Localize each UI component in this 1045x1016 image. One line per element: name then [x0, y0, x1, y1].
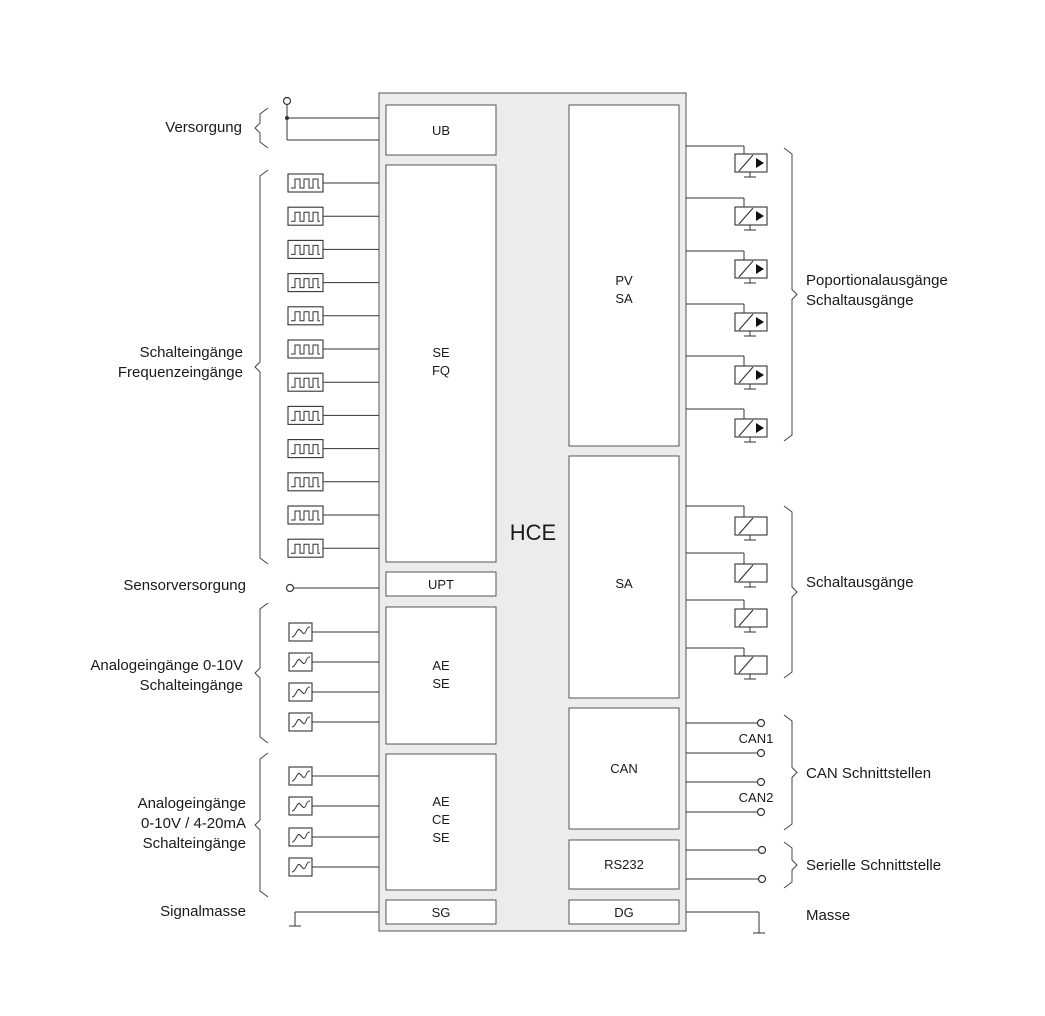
- analog-input-symbol: [288, 682, 379, 702]
- analog-input-group: [288, 622, 379, 877]
- proportional-output-symbol: [686, 355, 768, 390]
- switch-output-symbol: [686, 599, 768, 633]
- label-proportionalausgaenge: Poportionalausgänge: [806, 272, 948, 289]
- proportional-output-symbol: [686, 145, 768, 178]
- block-ae1-se-label: SE: [432, 676, 450, 691]
- block-ub: [385, 104, 497, 156]
- block-se-label: SE: [432, 345, 450, 360]
- digital-input-symbol: [287, 372, 379, 392]
- digital-input-group: [287, 173, 379, 558]
- block-can-label: CAN: [610, 761, 637, 776]
- proportional-output-group: [686, 145, 768, 443]
- digital-input-symbol: [287, 173, 379, 193]
- block-rs232-label: RS232: [604, 857, 644, 872]
- group-brace: [783, 505, 798, 679]
- block-rs232: [568, 839, 680, 890]
- block-se-fq: [385, 164, 497, 563]
- digital-input-symbol: [287, 306, 379, 326]
- digital-input-symbol: [287, 439, 379, 459]
- block-sg-label: SG: [432, 905, 451, 920]
- label-analog1-line2: Schalteingänge: [140, 677, 243, 694]
- analog-input-symbol: [288, 712, 379, 732]
- analog-input-symbol: [288, 827, 379, 847]
- can1-label: CAN1: [739, 731, 774, 746]
- block-sa-label: SA: [615, 576, 633, 591]
- group-brace: [783, 147, 798, 442]
- digital-input-symbol: [287, 405, 379, 425]
- label-sensorversorgung: Sensorversorgung: [123, 577, 246, 594]
- block-ae-se: [385, 606, 497, 745]
- group-brace: [254, 602, 269, 744]
- brace-group: [254, 107, 798, 898]
- label-analog2-line3: Schalteingänge: [143, 835, 246, 852]
- block-dg-label: DG: [614, 905, 634, 920]
- digital-input-symbol: [287, 472, 379, 492]
- label-schaltausgaenge-1: Schaltausgänge: [806, 292, 914, 309]
- signal-ground-symbol: [289, 911, 379, 927]
- block-can: [568, 707, 680, 830]
- block-ae1-label: AE: [432, 658, 450, 673]
- analog-input-symbol: [288, 766, 379, 786]
- block-pv-sa-label: SA: [615, 291, 633, 306]
- block-pv-label: PV: [615, 273, 633, 288]
- digital-input-symbol: [287, 206, 379, 226]
- ground-symbol: [686, 911, 765, 934]
- block-sg: [385, 899, 497, 925]
- analog-input-symbol: [288, 857, 379, 877]
- proportional-output-symbol: [686, 197, 768, 231]
- block-ub-label: UB: [432, 123, 450, 138]
- group-brace: [254, 107, 269, 149]
- label-signalmasse: Signalmasse: [160, 903, 246, 920]
- block-fq-label: FQ: [432, 363, 450, 378]
- label-schaltausgaenge-2: Schaltausgänge: [806, 574, 914, 591]
- label-schalteingaenge: Schalteingänge: [140, 344, 243, 361]
- digital-input-symbol: [287, 538, 379, 558]
- block-upt: [385, 571, 497, 597]
- label-can-schnittstellen: CAN Schnittstellen: [806, 765, 931, 782]
- block-ae-ce-se: [385, 753, 497, 891]
- group-brace: [783, 714, 798, 831]
- block-sa: [568, 455, 680, 699]
- switch-output-symbol: [686, 505, 768, 541]
- switch-output-group: [686, 505, 768, 680]
- block-upt-label: UPT: [428, 577, 454, 592]
- block-ae2-label: AE: [432, 794, 450, 809]
- controller-title: HCE: [510, 520, 556, 545]
- digital-input-symbol: [287, 273, 379, 293]
- group-brace: [254, 169, 269, 565]
- label-serielle-schnittstelle: Serielle Schnittstelle: [806, 857, 941, 874]
- sensor-supply-terminal: [285, 583, 379, 593]
- digital-input-symbol: [287, 339, 379, 359]
- block-dg: [568, 899, 680, 925]
- proportional-output-symbol: [686, 408, 768, 443]
- block-ae2-se-label: SE: [432, 830, 450, 845]
- digital-input-symbol: [287, 505, 379, 525]
- can2-label: CAN2: [739, 790, 774, 805]
- switch-output-symbol: [686, 647, 768, 680]
- analog-input-symbol: [288, 652, 379, 672]
- switch-output-symbol: [686, 552, 768, 588]
- block-ce-label: CE: [432, 812, 450, 827]
- label-analog1-line1: Analogeingänge 0-10V: [90, 657, 243, 674]
- group-brace: [254, 752, 269, 898]
- can-terminals: [686, 718, 766, 817]
- label-masse: Masse: [806, 907, 850, 924]
- proportional-output-symbol: [686, 250, 768, 284]
- label-analog2-line2: 0-10V / 4-20mA: [141, 815, 246, 832]
- analog-input-symbol: [288, 622, 379, 642]
- proportional-output-symbol: [686, 303, 768, 337]
- label-versorgung: Versorgung: [165, 119, 242, 136]
- block-pv-sa: [568, 104, 680, 447]
- label-analog2-line1: Analogeingänge: [138, 795, 246, 812]
- serial-terminals: [686, 845, 767, 884]
- supply-terminal: [282, 96, 379, 141]
- analog-input-symbol: [288, 796, 379, 816]
- label-frequenzeingaenge: Frequenzeingänge: [118, 364, 243, 381]
- digital-input-symbol: [287, 239, 379, 259]
- group-brace: [783, 841, 798, 889]
